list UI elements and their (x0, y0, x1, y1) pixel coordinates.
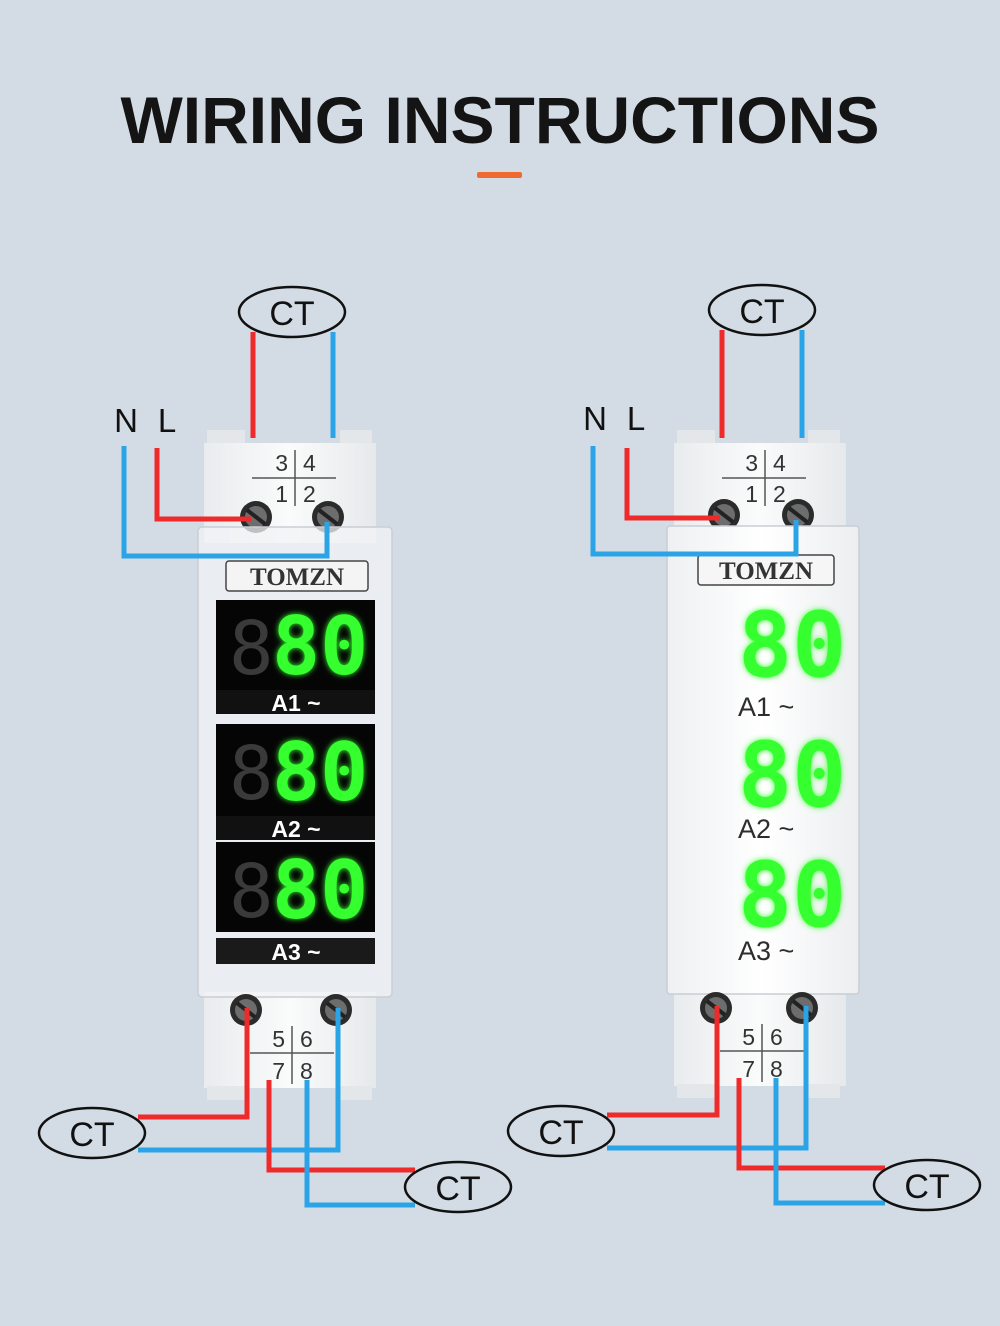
bottom-nub (340, 1086, 372, 1100)
channel-label: A2 ~ (738, 814, 794, 844)
display-value: 80 (738, 723, 846, 828)
display-value: 80 (738, 593, 846, 698)
live-label: L (627, 400, 645, 437)
channel-label: A1 ~ (271, 690, 320, 716)
terminal-number: 2 (303, 481, 316, 507)
terminal-number: 5 (272, 1026, 285, 1052)
wiring (590, 330, 885, 1206)
display-panel: 8 80 A3 ~ (216, 842, 375, 965)
channel-label: A1 ~ (738, 692, 794, 722)
lower-housing (674, 990, 846, 1086)
wire-ct2-blue (304, 1080, 415, 1208)
terminal-number: 3 (745, 450, 758, 476)
diagram-left: 3 4 1 2 TOMZN 8 80 A1 ~ 8 80 (37, 285, 513, 1214)
wire-ct1-blue (138, 1008, 341, 1153)
neutral-label: N (114, 402, 138, 439)
terminal-number: 1 (745, 481, 758, 507)
brand-logo: TOMZN (719, 558, 813, 585)
wire-ct2-red (266, 1080, 415, 1173)
display-value: 80 (272, 726, 368, 819)
terminal-number: 6 (770, 1024, 783, 1050)
ct-bottom-left: CT (506, 1104, 616, 1158)
ct-bottom-right: CT (872, 1158, 982, 1212)
bottom-nub (808, 1084, 840, 1098)
inactive-digit: 8 (229, 731, 274, 817)
wiring (121, 332, 415, 1208)
inactive-digit: 8 (229, 606, 274, 692)
channel-label: A3 ~ (738, 936, 794, 966)
wire-live (154, 448, 251, 522)
terminal-number: 6 (300, 1026, 313, 1052)
terminal-number: 8 (770, 1056, 783, 1082)
top-nub (677, 430, 715, 446)
page-title: WIRING INSTRUCTIONS (120, 83, 880, 157)
wire-neutral (121, 446, 330, 559)
display-panel: 8 80 A2 ~ (216, 724, 375, 842)
top-nub (207, 430, 245, 446)
front-cover (666, 525, 860, 995)
screw-terminal (786, 992, 818, 1024)
terminal-number: 7 (272, 1058, 285, 1084)
display-value: 80 (272, 600, 368, 693)
title-accent-bar (477, 172, 522, 178)
svg-text:CT: CT (904, 1168, 949, 1206)
screw-terminal (708, 499, 740, 531)
terminal-number: 2 (773, 481, 786, 507)
display-value: 80 (738, 843, 846, 948)
display-panel: 8 80 A1 ~ (216, 600, 375, 716)
screw-terminal (312, 501, 344, 533)
wire-ct1-blue (607, 1006, 809, 1151)
neutral-label: N (583, 400, 607, 437)
display-value: 80 (272, 844, 368, 937)
terminal-number: 5 (742, 1024, 755, 1050)
ct-top: CT (237, 285, 347, 339)
wire-live (624, 448, 720, 521)
svg-text:CT: CT (538, 1114, 583, 1152)
wire-ct2-red (736, 1078, 885, 1171)
screw-terminal (240, 501, 272, 533)
terminal-number: 4 (773, 450, 786, 476)
wire-ct2-blue (773, 1078, 885, 1206)
inactive-digit: 8 (229, 849, 274, 935)
channel-label: A2 ~ (271, 816, 320, 842)
wire-ct1-red (607, 1006, 720, 1118)
bottom-nub (207, 1086, 245, 1100)
svg-text:CT: CT (739, 293, 784, 331)
svg-text:CT: CT (435, 1170, 480, 1208)
diagram-right: 3 4 1 2 TOMZN 80 A1 ~ 80 A2 ~ 80 A3 ~ (506, 283, 982, 1212)
live-label: L (158, 402, 176, 439)
svg-text:CT: CT (69, 1116, 114, 1154)
bottom-nub (677, 1084, 715, 1098)
ct-bottom-left: CT (37, 1106, 147, 1160)
screw-terminal (782, 499, 814, 531)
terminal-number: 7 (742, 1056, 755, 1082)
terminal-number: 8 (300, 1058, 313, 1084)
terminal-number: 4 (303, 450, 316, 476)
terminal-number: 1 (275, 481, 288, 507)
ct-bottom-right: CT (403, 1160, 513, 1214)
top-nub (340, 430, 372, 446)
wire-neutral (590, 446, 799, 557)
channel-label: A3 ~ (271, 939, 320, 965)
top-nub (808, 430, 840, 446)
svg-text:CT: CT (269, 295, 314, 333)
ct-top: CT (707, 283, 817, 337)
terminal-number: 3 (275, 450, 288, 476)
wire-ct1-red (138, 1008, 250, 1120)
brand-plate (225, 560, 369, 592)
brand-logo: TOMZN (250, 564, 344, 591)
